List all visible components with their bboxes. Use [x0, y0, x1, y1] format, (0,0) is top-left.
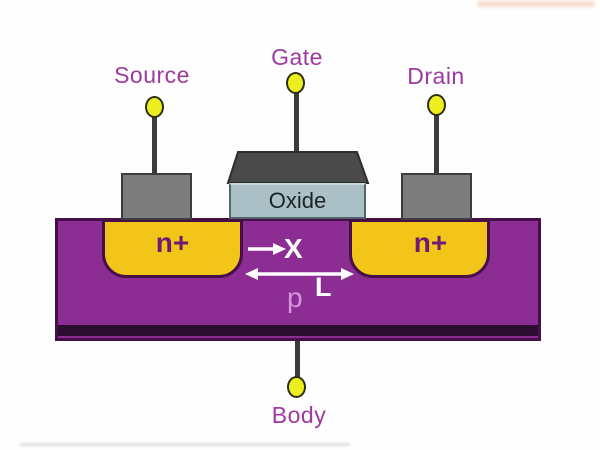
source-pin-icon: [145, 96, 164, 118]
gate-wire: [294, 92, 299, 154]
drain-contact-block: [401, 173, 472, 220]
bottom-artifact: [20, 443, 350, 446]
substrate-bottom-strip: [58, 325, 538, 336]
p-substrate-label: p: [287, 282, 303, 313]
channel-length-label: L: [315, 272, 332, 302]
x-axis-label: X: [284, 233, 303, 264]
body-wire: [295, 339, 300, 379]
x-arrowhead-icon: [273, 243, 286, 255]
channel-annotation-arrows: [245, 243, 354, 280]
drain-n-plus-label: n+: [413, 227, 448, 258]
l-left-arrowhead-icon: [245, 268, 258, 280]
drain-terminal-label: Drain: [407, 63, 465, 89]
source-n-plus-region: n+: [102, 219, 243, 278]
drain-wire: [434, 113, 439, 174]
oxide-label: Oxide: [268, 188, 327, 213]
oxide-layer: Oxide: [229, 183, 366, 219]
top-right-artifact: [477, 1, 595, 7]
gate-pin-icon: [286, 72, 305, 94]
drain-n-plus-region: n+: [349, 219, 490, 278]
body-terminal-label: Body: [271, 402, 327, 428]
gate-electrode: [226, 151, 370, 184]
l-right-arrowhead-icon: [341, 268, 354, 280]
drain-pin-icon: [427, 94, 446, 116]
gate-terminal-label: Gate: [271, 44, 323, 70]
source-contact-block: [121, 173, 192, 220]
source-terminal-label: Source: [114, 62, 190, 88]
body-pin-icon: [287, 376, 306, 398]
source-n-plus-label: n+: [155, 227, 190, 258]
source-wire: [152, 115, 157, 174]
